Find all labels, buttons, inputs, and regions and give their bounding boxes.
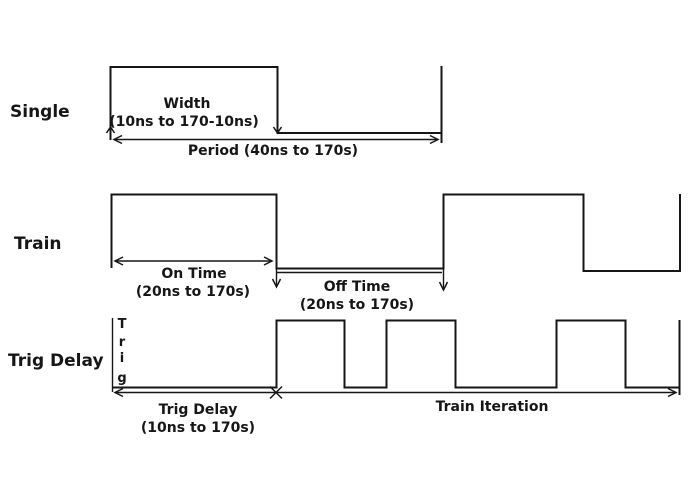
single-row: Single Width (10ns to 170-10ns) Period (… [10, 66, 443, 159]
width-annotation-line1: Width [164, 96, 211, 112]
period-annotation: Period (40ns to 170s) [188, 143, 358, 159]
off-time-annotation-line1: Off Time [324, 279, 391, 295]
trig-axis-letter-i: i [120, 351, 124, 366]
trig-axis-letter-r: r [119, 335, 126, 350]
width-left-tick-arrow-icon [105, 125, 116, 134]
single-waveform-path [109, 66, 441, 140]
on-time-annotation-line1: On Time [161, 266, 226, 282]
train-waveform-path [110, 193, 681, 272]
train-row-label: Train [14, 234, 62, 254]
width-right-tick-arrow-icon [272, 126, 283, 135]
trig-delay-row-label: Trig Delay [8, 351, 104, 371]
train-row: Train On Time (20ns to 170s) Off Time (2… [14, 193, 681, 313]
dimension-split-x-mark [269, 385, 283, 400]
trig-axis-letter-t: T [118, 317, 127, 332]
trig-axis-letter-g: g [117, 371, 126, 386]
single-row-label: Single [10, 102, 70, 122]
off-time-annotation-line2: (20ns to 170s) [300, 297, 414, 313]
trig-delay-annotation-line1: Trig Delay [159, 402, 238, 418]
trig-delay-waveform-path [112, 319, 679, 389]
train-iteration-annotation: Train Iteration [436, 399, 549, 415]
trig-delay-row: Trig Delay T r i g Trig Delay (10ns to 1… [8, 317, 681, 436]
on-time-annotation-line2: (20ns to 170s) [136, 284, 250, 300]
trig-delay-annotation-line2: (10ns to 170s) [141, 420, 255, 436]
width-annotation-line2: (10ns to 170-10ns) [109, 114, 258, 130]
